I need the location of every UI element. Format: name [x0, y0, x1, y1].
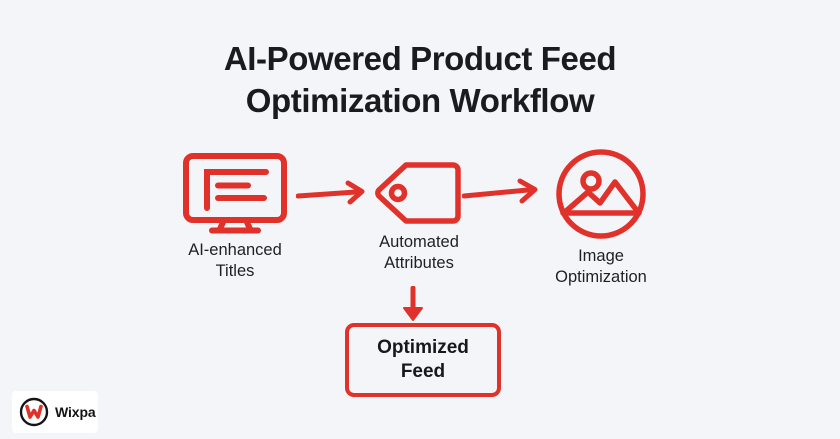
- flow-node-ai-enhanced-titles: AI-enhanced Titles: [150, 152, 320, 282]
- flow-node-label: Optimized Feed: [377, 337, 469, 382]
- flow-node-label: Image Optimization: [555, 247, 647, 286]
- wixpa-w-mark-icon: [19, 397, 49, 427]
- flow-node-label: Automated Attributes: [379, 233, 459, 272]
- flow-node-optimized-feed: Optimized Feed: [345, 323, 501, 397]
- arrow-right-icon: [296, 180, 365, 205]
- tag-icon: [375, 162, 461, 224]
- page-title: AI-Powered Product Feed Optimization Wor…: [0, 38, 840, 122]
- arrow-down-icon: [403, 286, 423, 321]
- brand-logo: Wixpa: [12, 391, 98, 433]
- flow-node-label: AI-enhanced Titles: [188, 241, 282, 280]
- monitor-icon: [183, 153, 287, 234]
- flow-node-image-optimization: Image Optimization: [516, 148, 686, 288]
- page-title-line-1: AI-Powered Product Feed: [223, 40, 617, 77]
- image-circle-icon: [556, 149, 646, 239]
- brand-logo-text: Wixpa: [55, 404, 96, 420]
- arrow-right-icon: [462, 178, 538, 204]
- page-title-line-2: Optimization Workflow: [245, 82, 595, 119]
- flow-node-automated-attributes: Automated Attributes: [336, 160, 502, 274]
